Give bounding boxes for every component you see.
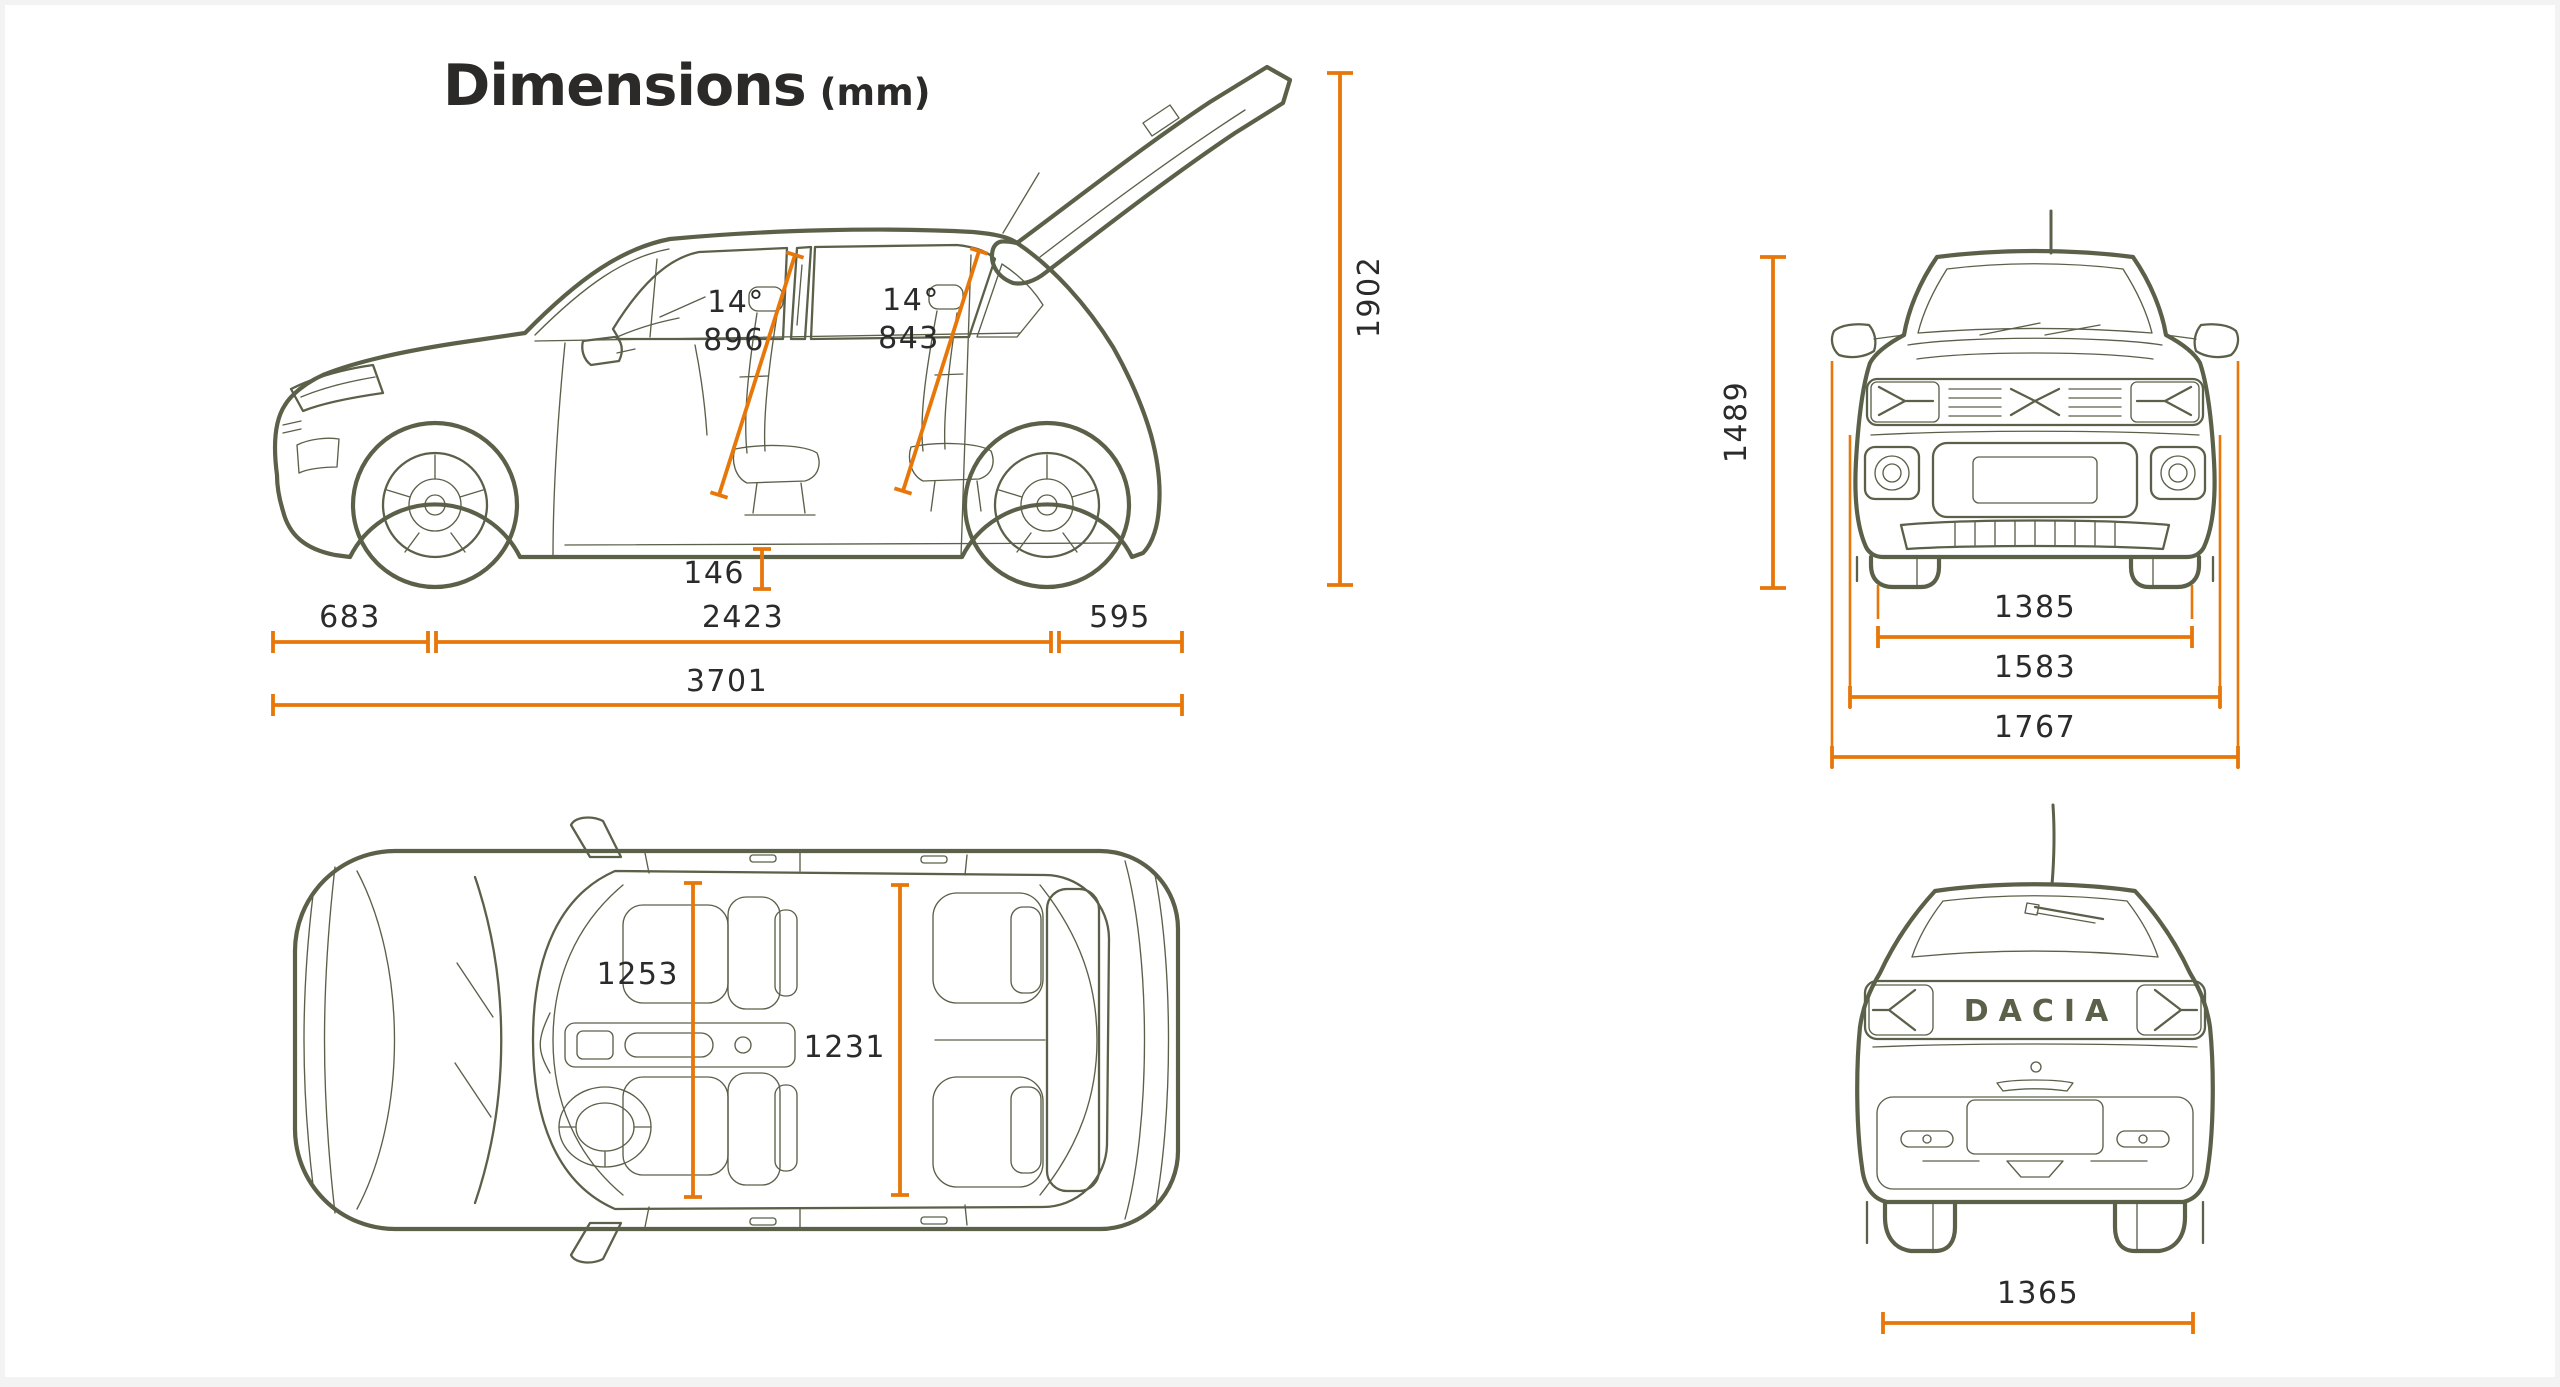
side-car-art [272,64,1293,590]
top-view: 1253 1231 [292,816,1181,1264]
height-dim [1327,71,1353,587]
rear-seat-angle-line [893,246,989,496]
front-overhang-dim [271,631,430,653]
brand-emblem-icon [2009,387,2061,417]
front-seat-angle-line [709,250,805,500]
side-view: 14° 896 14° 843 146 683 2423 595 [271,64,1387,716]
body-width-extension-lines [1848,435,2222,709]
front-car-art [1830,209,2240,590]
rear-track-label: 1365 [1997,1276,2079,1311]
rear-track-dim [1881,1312,2195,1334]
overall-length-label: 3701 [686,664,768,699]
ground-clearance-label: 146 [683,556,745,591]
page-title: Dimensions (mm) [443,53,931,119]
rear-car-art: DACIA [1855,803,2215,1254]
overall-length-dim [271,694,1184,716]
rear-interior-width-label: 1231 [804,1030,886,1065]
rear-view: DACIA 1365 [1855,803,2215,1334]
front-track-dim [1876,626,2194,648]
rear-overhang-dim [1057,631,1184,653]
rear-seat-angle-label: 14° [882,283,940,318]
mirror-width-dim [1830,746,2240,768]
dacia-logo: DACIA [1964,994,2119,1029]
front-overhang-label: 683 [319,600,381,635]
overall-height-dim [1760,255,1786,590]
left-headlight [1870,381,1940,423]
page-title-text: Dimensions [443,53,807,119]
ground-clearance-dim [753,547,771,591]
rear-interior-width-dim [891,883,909,1197]
front-interior-width-dim [684,881,702,1199]
side-rear-seat [908,284,994,512]
side-front-seat [732,286,820,516]
front-track-label: 1385 [1994,590,2076,625]
dimensions-diagram: 14° 896 14° 843 146 683 2423 595 [271,64,2240,1334]
front-interior-width-label: 1253 [597,957,679,992]
front-seat-angle-label: 14° [707,285,765,320]
body-width-dim [1848,686,2222,708]
front-view: 1489 1385 1583 1767 [1719,209,2240,769]
rear-overhang-label: 595 [1089,600,1151,635]
height-label: 1902 [1352,256,1387,338]
front-seat-value-label: 896 [703,323,765,358]
rear-seat-value-label: 843 [878,321,940,356]
page-canvas: Dimensions (mm) [5,5,2555,1377]
page-title-unit: (mm) [819,71,931,114]
wheelbase-label: 2423 [702,600,784,635]
track-extension-lines [1876,585,2194,619]
wheelbase-dim [434,631,1053,653]
overall-height-label: 1489 [1719,381,1754,463]
mirror-width-label: 1767 [1994,710,2076,745]
top-car-art [292,816,1181,1264]
mirror-width-extension-lines [1830,361,2240,769]
right-headlight [2130,381,2200,423]
body-width-label: 1583 [1994,650,2076,685]
